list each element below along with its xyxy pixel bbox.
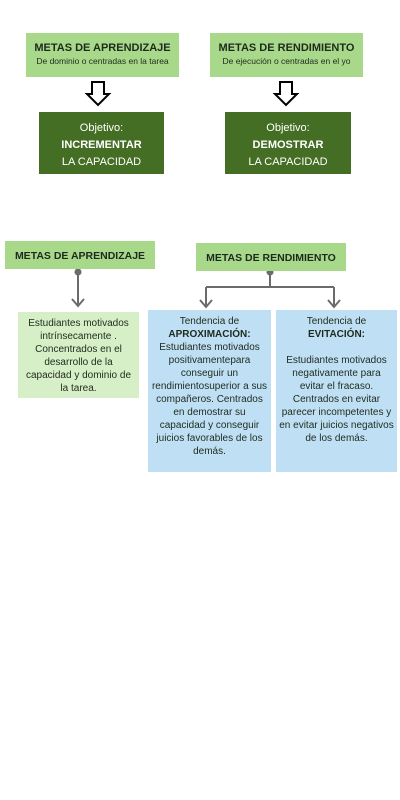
performance-objective-box: Objetivo: DEMOSTRAR LA CAPACIDAD bbox=[225, 112, 351, 174]
objective-rest: LA CAPACIDAD bbox=[61, 156, 142, 168]
down-arrow-icon bbox=[84, 81, 112, 107]
objective-rest: LA CAPACIDAD bbox=[248, 156, 328, 168]
learning-objective-box: Objetivo: INCREMENTAR LA CAPACIDAD bbox=[39, 112, 164, 174]
performance-goals-title: METAS DE RENDIMIENTO bbox=[218, 42, 355, 54]
performance-goals-subtitle: De ejecución o centradas en el yo bbox=[222, 56, 351, 66]
performance-goals-header: METAS DE RENDIMIENTO De ejecución o cent… bbox=[210, 33, 363, 77]
learning-description-box: Estudiantes motivados intrínsecamente . … bbox=[18, 312, 139, 398]
objective-verb: DEMOSTRAR bbox=[252, 139, 324, 151]
avoidance-description: Estudiantes motivados negativamente para… bbox=[279, 355, 394, 444]
learning-goals-title: METAS DE APRENDIZAJE bbox=[34, 42, 171, 54]
approach-name: APROXIMACIÓN: bbox=[168, 329, 251, 340]
chevron-down-icon bbox=[71, 298, 85, 308]
performance-goals-label: METAS DE RENDIMIENTO bbox=[196, 243, 346, 271]
learning-goals-label-text: METAS DE APRENDIZAJE bbox=[14, 250, 146, 262]
approach-lead: Tendencia de bbox=[179, 316, 240, 327]
learning-goals-label: METAS DE APRENDIZAJE bbox=[5, 241, 155, 269]
learning-goals-header: METAS DE APRENDIZAJE De dominio o centra… bbox=[26, 33, 179, 77]
chevron-down-icon bbox=[199, 299, 213, 309]
chevron-down-icon bbox=[327, 299, 341, 309]
performance-goals-label-text: METAS DE RENDIMIENTO bbox=[206, 252, 336, 264]
learning-description: Estudiantes motivados intrínsecamente . … bbox=[25, 318, 132, 394]
objective-verb: INCREMENTAR bbox=[61, 139, 142, 151]
approach-tendency-box: Tendencia de APROXIMACIÓN: Estudiantes m… bbox=[148, 310, 271, 472]
down-arrow-icon bbox=[272, 81, 300, 107]
objective-label: Objetivo: bbox=[79, 122, 124, 134]
learning-goals-subtitle: De dominio o centradas en la tarea bbox=[36, 56, 169, 66]
avoidance-name: EVITACIÓN: bbox=[307, 329, 366, 340]
approach-description: Estudiantes motivados positivamentepara … bbox=[151, 342, 268, 457]
avoidance-tendency-box: Tendencia de EVITACIÓN: Estudiantes moti… bbox=[276, 310, 397, 472]
avoidance-lead: Tendencia de bbox=[306, 316, 367, 327]
objective-label: Objetivo: bbox=[266, 122, 310, 134]
